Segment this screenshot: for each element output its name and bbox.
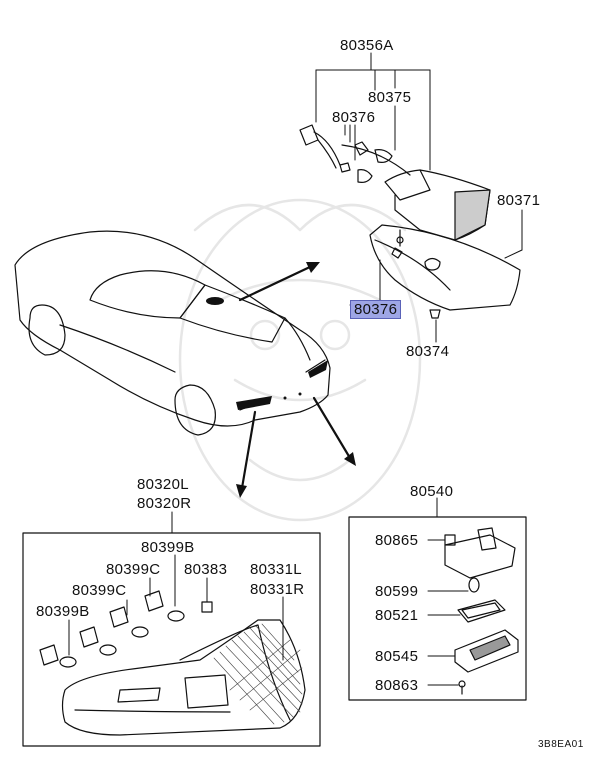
rear-combination-lamp xyxy=(61,619,306,736)
part-label-80521[interactable]: 80521 xyxy=(375,607,419,624)
part-label-80356A[interactable]: 80356A xyxy=(340,37,394,54)
part-label-80540[interactable]: 80540 xyxy=(410,483,454,500)
car-lamp-markers xyxy=(206,297,328,410)
part-label-80399C-b[interactable]: 80399C xyxy=(72,582,127,599)
part-label-80371[interactable]: 80371 xyxy=(497,192,541,209)
part-label-80320R[interactable]: 80320R xyxy=(137,495,192,512)
car-body xyxy=(14,230,331,436)
part-label-80399C-a[interactable]: 80399C xyxy=(106,561,161,578)
part-label-80545[interactable]: 80545 xyxy=(375,648,419,665)
part-label-80376-selected[interactable]: 80376 xyxy=(350,300,402,319)
part-label-80375[interactable]: 80375 xyxy=(368,89,412,106)
part-label-80374[interactable]: 80374 xyxy=(406,343,450,360)
diagram-code: 3B8EA01 xyxy=(538,739,584,750)
part-label-80376-upper[interactable]: 80376 xyxy=(332,109,376,126)
callout-lines-license xyxy=(427,539,469,686)
high-mount-stop-lamp xyxy=(369,169,521,311)
part-label-80865[interactable]: 80865 xyxy=(375,532,419,549)
part-label-80399B-left[interactable]: 80399B xyxy=(36,603,90,620)
callout-lines-lamp xyxy=(68,554,284,661)
lamp-lens-hatching xyxy=(213,623,303,725)
direction-arrows xyxy=(238,264,352,490)
part-label-80320L[interactable]: 80320L xyxy=(137,476,189,493)
part-label-80331R[interactable]: 80331R xyxy=(250,581,305,598)
part-label-80599[interactable]: 80599 xyxy=(375,583,419,600)
wire-harness xyxy=(299,124,411,183)
license-lamp-parts xyxy=(444,527,519,695)
part-label-80399B-top[interactable]: 80399B xyxy=(141,539,195,556)
part-label-80863[interactable]: 80863 xyxy=(375,677,419,694)
part-label-80331L[interactable]: 80331L xyxy=(250,561,302,578)
watermark-logo xyxy=(178,198,422,522)
part-label-80383[interactable]: 80383 xyxy=(184,561,228,578)
bulbs-and-sockets xyxy=(39,590,213,668)
